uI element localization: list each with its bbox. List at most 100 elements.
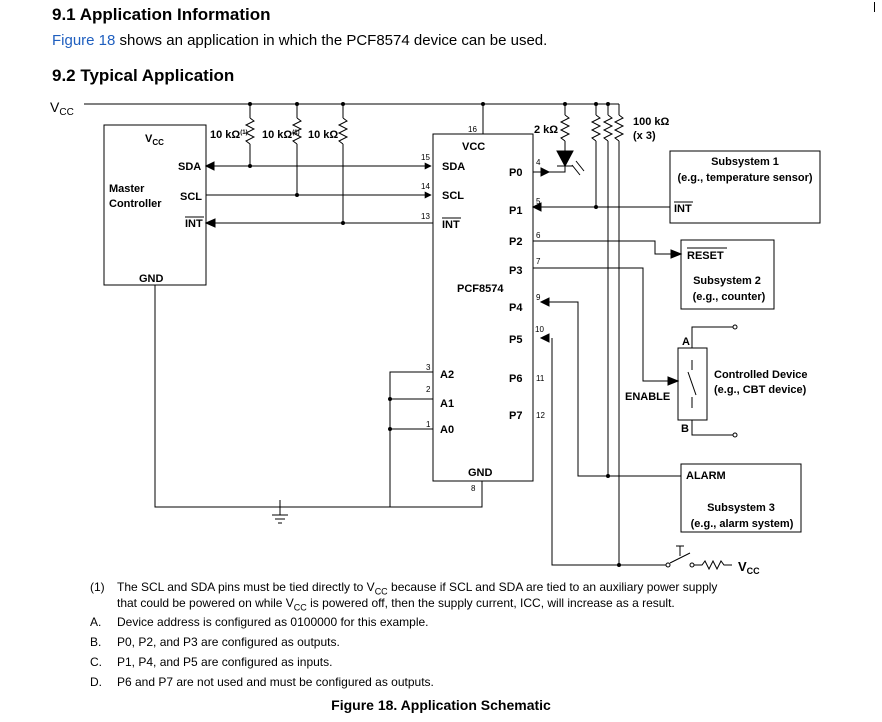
led-light-ray-2 — [575, 160, 585, 172]
subsystem-3-alarm: ALARM — [686, 470, 726, 482]
ic-p4-label: P4 — [509, 302, 523, 314]
master-int-label: INT — [185, 218, 203, 230]
subsystem-1-desc: (e.g., temperature sensor) — [677, 172, 812, 184]
ic-scl-label: SCL — [442, 190, 464, 202]
ic-p6-label: P6 — [509, 373, 522, 385]
p4-arrow — [539, 297, 550, 307]
controlled-enable-label: ENABLE — [625, 391, 670, 403]
p5-arrow — [539, 333, 550, 343]
pin-9: 9 — [536, 293, 541, 302]
figure-link[interactable]: Figure 18 — [52, 32, 116, 49]
pin-12: 12 — [536, 411, 545, 420]
ic-p0-label: P0 — [509, 167, 522, 179]
section-9-1-text: Figure 18 shows an application in which … — [52, 32, 547, 49]
master-name-line1: Master — [109, 183, 145, 195]
master-vcc-label: VCC — [145, 133, 164, 147]
led-diode-icon — [556, 150, 574, 168]
port-b-terminal — [732, 432, 738, 438]
ic-a2-label: A2 — [440, 369, 454, 381]
subsystem-3-desc: (e.g., alarm system) — [691, 518, 794, 530]
pushbutton-resistor — [694, 559, 732, 571]
pin-15: 15 — [421, 153, 430, 162]
section-heading-9-1: 9.1 Application Information — [52, 5, 271, 24]
p1-arrow — [531, 202, 542, 212]
junction-dot — [617, 563, 621, 567]
pullup-resistor-1 — [244, 117, 256, 145]
master-scl-label: SCL — [180, 191, 202, 203]
junction-dot — [594, 205, 598, 209]
junction-dot — [594, 102, 598, 106]
pin-5: 5 — [536, 197, 541, 206]
subsystem-2-reset: RESET — [687, 250, 724, 262]
master-sda-label: SDA — [178, 161, 201, 173]
pullup-r2-label: 10 kΩ(1) — [262, 129, 300, 141]
junction-dot — [388, 427, 392, 431]
pullup-100k-c — [613, 114, 625, 142]
pullup-resistor-3 — [337, 117, 349, 145]
a2-wire — [389, 371, 433, 507]
p0-arrow — [540, 167, 551, 177]
led-light-ray-1 — [571, 164, 581, 176]
controlled-title: Controlled Device — [714, 369, 808, 381]
page-edge-mark — [874, 2, 875, 12]
pullup-r3-label: 10 kΩ — [308, 129, 338, 141]
p3-arrow — [667, 376, 680, 386]
p4-wire — [549, 301, 681, 477]
junction-dot — [341, 221, 345, 225]
junction-dot — [248, 102, 252, 106]
pushbutton-vcc-label: VCC — [738, 559, 760, 576]
pullup-group-count: (x 3) — [633, 130, 656, 142]
pin-8: 8 — [471, 484, 476, 493]
p5-wire — [551, 338, 666, 566]
master-gnd-label: GND — [139, 273, 164, 285]
int-arrow-left — [204, 218, 216, 228]
section-heading-9-2: 9.2 Typical Application — [52, 66, 235, 85]
pin-16: 16 — [468, 125, 477, 134]
ic-p7-label: P7 — [509, 410, 522, 422]
junction-dot — [341, 102, 345, 106]
pullup-group-value: 100 kΩ — [633, 116, 670, 128]
controlled-b-label: B — [681, 423, 689, 435]
note-a: A.Device address is configured as 010000… — [90, 615, 429, 629]
subsystem-1-int: INT — [674, 203, 692, 215]
p2-arrow — [670, 249, 683, 259]
junction-dot — [248, 164, 252, 168]
port-b-wire — [691, 420, 733, 436]
port-a-terminal — [732, 324, 738, 330]
pin-3: 3 — [426, 363, 431, 372]
ic-a1-label: A1 — [440, 398, 454, 410]
subsystem-1-box — [669, 150, 821, 224]
master-name-line2: Controller — [109, 198, 162, 210]
sda-arrow-left — [204, 161, 215, 171]
pullup-r1-label: 10 kΩ(1) — [210, 129, 248, 141]
junction-dot — [295, 193, 299, 197]
subsystem-2-desc: (e.g., counter) — [693, 291, 766, 303]
ic-a0-label: A0 — [440, 424, 454, 436]
note-d: D.P6 and P7 are not used and must be con… — [90, 675, 434, 689]
pullup-100k-b — [602, 114, 614, 142]
led-resistor-label: 2 kΩ — [534, 124, 558, 136]
pushbutton-terminal-left — [665, 562, 671, 568]
junction-dot — [606, 102, 610, 106]
subsystem-2-box — [680, 239, 775, 310]
pin-4: 4 — [536, 158, 541, 167]
pin-13: 13 — [421, 212, 430, 221]
ic-int-label: INT — [442, 219, 460, 231]
ic-p5-label: P5 — [509, 334, 522, 346]
controlled-desc: (e.g., CBT device) — [714, 384, 807, 396]
subsystem-2-title: Subsystem 2 — [693, 275, 761, 287]
vcc-rail-label: VCC — [50, 99, 74, 118]
controlled-a-label: A — [682, 336, 690, 348]
note-c: C.P1, P4, and P5 are configured as input… — [90, 655, 333, 669]
junction-dot — [295, 102, 299, 106]
subsystem-3-box — [680, 463, 802, 533]
junction-dot — [606, 474, 610, 478]
pin-14: 14 — [421, 182, 430, 191]
ic-name: PCF8574 — [457, 283, 504, 295]
pin-11: 11 — [536, 374, 545, 383]
ic-sda-label: SDA — [442, 161, 465, 173]
pin-2: 2 — [426, 385, 431, 394]
ic-p2-label: P2 — [509, 236, 522, 248]
p3-wire — [533, 267, 670, 382]
